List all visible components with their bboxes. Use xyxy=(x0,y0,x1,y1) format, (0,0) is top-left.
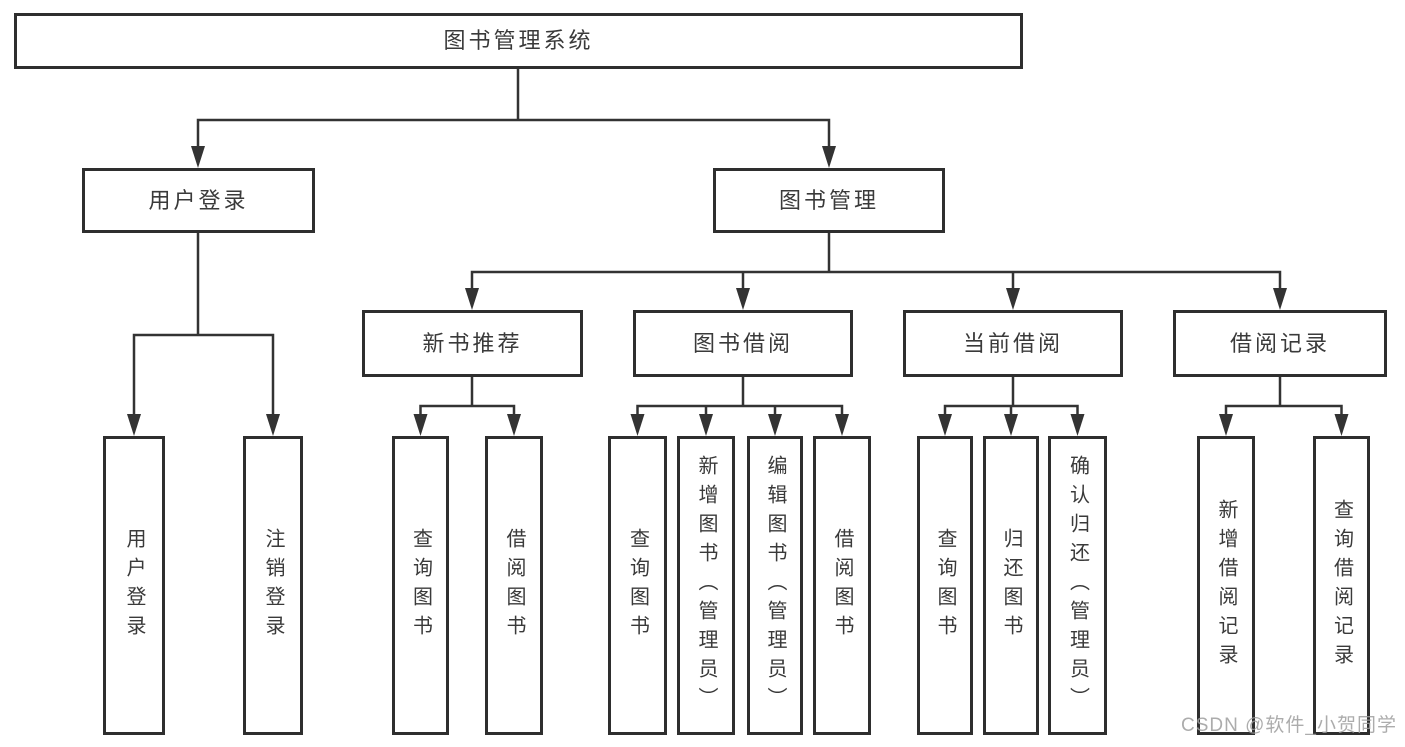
leaf-borrow-book: 借阅图书 xyxy=(813,436,871,735)
arrow-down-icon xyxy=(507,414,521,436)
node-root-label: 图书管理系统 xyxy=(443,28,594,53)
arrow-down-icon xyxy=(1219,414,1233,436)
node-new-book-rec: 新书推荐 xyxy=(362,310,583,377)
arrow-down-icon xyxy=(465,288,479,310)
node-book-mgmt: 图书管理 xyxy=(713,168,945,233)
leaf-user-login: 用户登录 xyxy=(103,436,165,735)
arrow-down-icon xyxy=(413,414,428,436)
leaf-return-book: 归还图书 xyxy=(983,436,1039,735)
leaf-borrow-book-recommend: 借阅图书 xyxy=(485,436,543,735)
leaf-confirm-return-admin-label: 确认归还（管理员） xyxy=(1066,455,1089,716)
leaf-query-books-current: 查询图书 xyxy=(917,436,973,735)
arrow-down-icon xyxy=(630,414,645,436)
arrow-down-icon xyxy=(835,414,849,436)
arrow-down-icon xyxy=(1004,414,1018,436)
arrow-down-icon xyxy=(822,146,836,168)
leaf-edit-book-admin-label: 编辑图书（管理员） xyxy=(764,455,786,716)
arrow-down-icon xyxy=(266,414,280,436)
leaf-logout-label: 注销登录 xyxy=(262,527,284,644)
arrow-down-icon xyxy=(768,414,782,436)
leaf-return-book-label: 归还图书 xyxy=(1000,527,1022,644)
leaf-query-books-borrow-label: 查询图书 xyxy=(626,527,649,644)
leaf-query-borrow-record: 查询借阅记录 xyxy=(1313,436,1370,735)
node-book-mgmt-label: 图书管理 xyxy=(778,187,879,213)
node-new-book-rec-label: 新书推荐 xyxy=(422,330,523,356)
node-borrow-records-label: 借阅记录 xyxy=(1229,330,1330,356)
node-book-borrow: 图书借阅 xyxy=(633,310,853,377)
node-root: 图书管理系统 xyxy=(14,13,1023,69)
arrow-down-icon xyxy=(1006,288,1020,310)
leaf-query-books-recommend: 查询图书 xyxy=(392,436,449,735)
csdn-watermark: CSDN @软件_小贺同学 xyxy=(1181,715,1397,736)
leaf-borrow-book-recommend-label: 借阅图书 xyxy=(503,527,525,644)
arrow-down-icon xyxy=(736,288,750,310)
leaf-borrow-book-label: 借阅图书 xyxy=(831,527,853,644)
leaf-query-books-borrow: 查询图书 xyxy=(608,436,667,735)
node-user-login: 用户登录 xyxy=(82,168,315,233)
leaf-confirm-return-admin: 确认归还（管理员） xyxy=(1048,436,1107,735)
node-book-borrow-label: 图书借阅 xyxy=(692,330,793,356)
node-current-borrow-label: 当前借阅 xyxy=(962,330,1063,356)
arrow-down-icon xyxy=(1334,414,1349,436)
leaf-query-books-current-label: 查询图书 xyxy=(934,527,956,644)
leaf-add-borrow-record-label: 新增借阅记录 xyxy=(1215,498,1237,673)
arrow-down-icon xyxy=(938,414,952,436)
leaf-add-borrow-record: 新增借阅记录 xyxy=(1197,436,1255,735)
node-current-borrow: 当前借阅 xyxy=(903,310,1123,377)
arrow-down-icon xyxy=(1070,414,1085,436)
leaf-logout: 注销登录 xyxy=(243,436,303,735)
leaf-edit-book-admin: 编辑图书（管理员） xyxy=(747,436,803,735)
arrow-down-icon xyxy=(191,146,205,168)
arrow-down-icon xyxy=(127,414,141,436)
arrow-down-icon xyxy=(699,414,713,436)
leaf-add-book-admin-label: 新增图书（管理员） xyxy=(695,455,717,716)
leaf-user-login-label: 用户登录 xyxy=(123,527,145,644)
node-user-login-label: 用户登录 xyxy=(148,187,249,213)
node-borrow-records: 借阅记录 xyxy=(1173,310,1387,377)
leaf-query-borrow-record-label: 查询借阅记录 xyxy=(1330,498,1353,673)
leaf-add-book-admin: 新增图书（管理员） xyxy=(677,436,735,735)
arrow-down-icon xyxy=(1273,288,1287,310)
leaf-query-books-recommend-label: 查询图书 xyxy=(409,527,432,644)
